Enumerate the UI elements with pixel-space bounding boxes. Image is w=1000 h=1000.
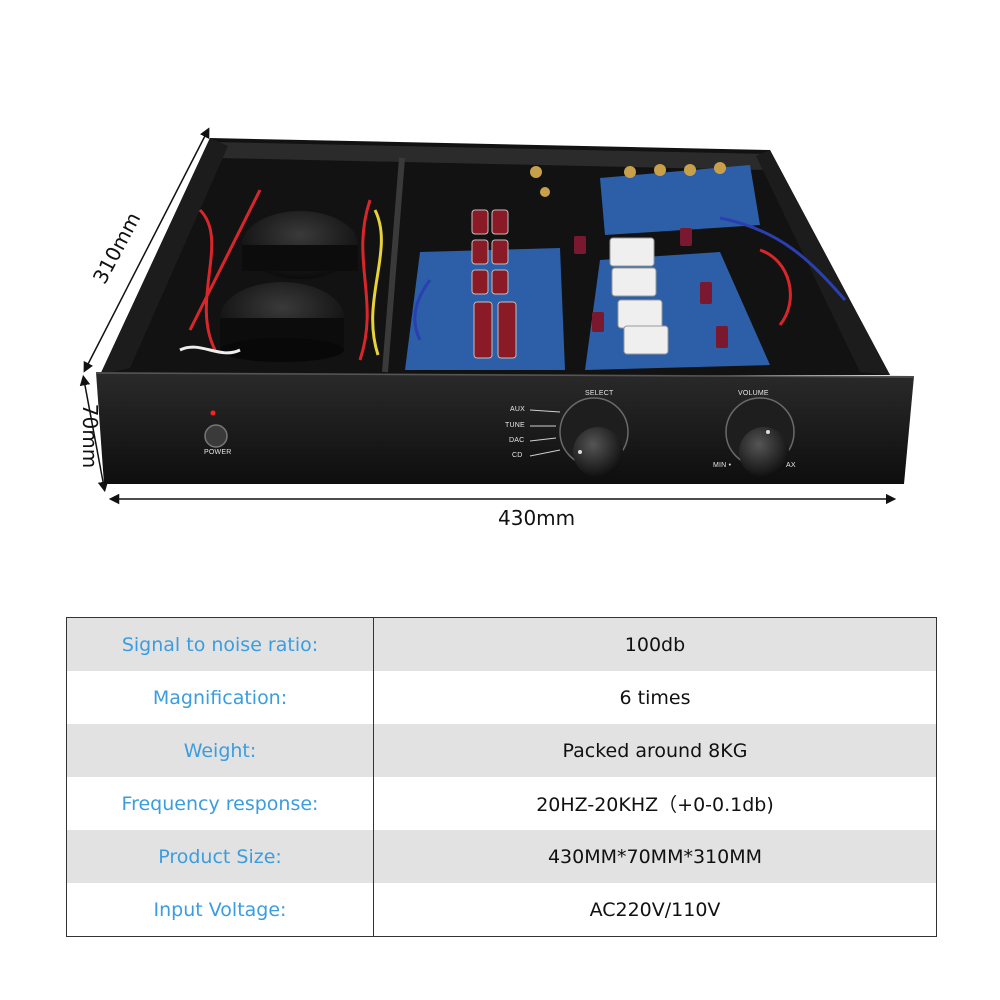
table-row: Signal to noise ratio: 100db [66,617,937,671]
table-row: Product Size: 430MM*70MM*310MM [66,830,937,883]
depth-dimension-line [83,127,210,373]
spec-value: AC220V/110V [373,883,937,937]
spec-label: Input Voltage: [66,883,374,937]
power-button[interactable] [204,424,228,448]
select-label: SELECT [585,390,614,397]
spec-label: Weight: [66,724,374,777]
spec-label: Frequency response: [66,777,374,830]
height-dimension-line [79,374,109,493]
volume-label: VOLUME [738,390,769,397]
table-row: Weight: Packed around 8KG [66,724,937,777]
wiring-yellow [371,209,383,356]
spec-label: Magnification: [66,671,374,724]
rca-jacks [530,162,726,197]
spec-label: Product Size: [66,830,374,883]
toroid-base [220,338,344,362]
spec-value: 6 times [373,671,937,724]
spec-value: Packed around 8KG [373,724,937,777]
spec-value: 430MM*70MM*310MM [373,830,937,883]
spec-table: Signal to noise ratio: 100db Magnificati… [66,617,937,937]
capacitor-bank [471,209,517,359]
select-knob-marker [578,450,582,454]
volume-knob-marker [766,430,770,434]
power-label: POWER [204,449,232,456]
volume-min-label: MIN • [713,462,732,469]
input-label-dac: DAC [509,437,525,444]
input-pcb [600,165,760,235]
volume-max-label: AX [786,462,796,469]
wiring-white [179,345,241,355]
table-row: Input Voltage: AC220V/110V [66,883,937,937]
volume-knob[interactable] [739,427,789,477]
small-capacitors [574,228,728,348]
chassis-back-wall [214,142,770,170]
left-side-wall [100,138,228,375]
spec-value: 100db [373,617,937,671]
input-label-tune: TUNE [505,422,525,429]
wiring-blue [413,216,847,341]
toroid-transformer-top-body [242,245,358,271]
front-panel [96,372,914,484]
width-dimension-label: 430mm [498,506,576,530]
wiring-red [188,189,372,361]
input-selector-lines [529,409,561,457]
input-label-cd: CD [512,452,523,459]
select-knob[interactable] [573,427,623,477]
divider-plate [382,157,405,373]
right-side-wall [756,150,890,375]
table-row: Frequency response: 20HZ-20KHZ（+0-0.1db) [66,777,937,830]
input-label-aux: AUX [510,406,525,413]
power-indicator-led [210,410,216,416]
table-row: Magnification: 6 times [66,671,937,724]
front-panel-top-edge [95,372,915,378]
spec-value: 20HZ-20KHZ（+0-0.1db) [373,777,937,830]
wiring-right-red [759,248,792,326]
film-capacitors [609,237,669,355]
amplifier-product-photo [79,127,915,505]
height-dimension-label: 70mm [78,403,103,469]
spec-label: Signal to noise ratio: [66,617,374,671]
